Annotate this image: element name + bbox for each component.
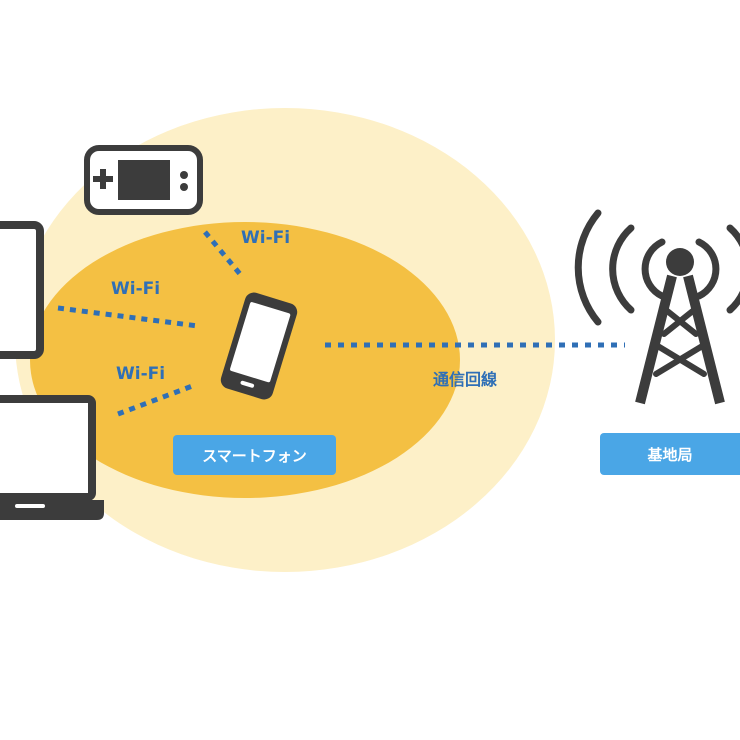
- wifi-label-game: Wi-Fi: [241, 228, 291, 248]
- cell-tower-icon: [574, 209, 740, 405]
- smartphone-icon: [220, 292, 298, 400]
- game-console-icon: [84, 145, 203, 215]
- wifi-link-game: [203, 230, 242, 276]
- laptop-icon: [0, 395, 104, 520]
- tablet-icon: [0, 221, 44, 359]
- line-label: 通信回線: [433, 370, 498, 389]
- smartphone-badge: スマートフォン: [173, 435, 336, 475]
- wifi-label-laptop: Wi-Fi: [116, 364, 166, 384]
- wifi-link-laptop: [117, 382, 196, 417]
- base-station-badge: 基地局: [600, 433, 740, 475]
- wifi-label-tablet: Wi-Fi: [111, 279, 161, 299]
